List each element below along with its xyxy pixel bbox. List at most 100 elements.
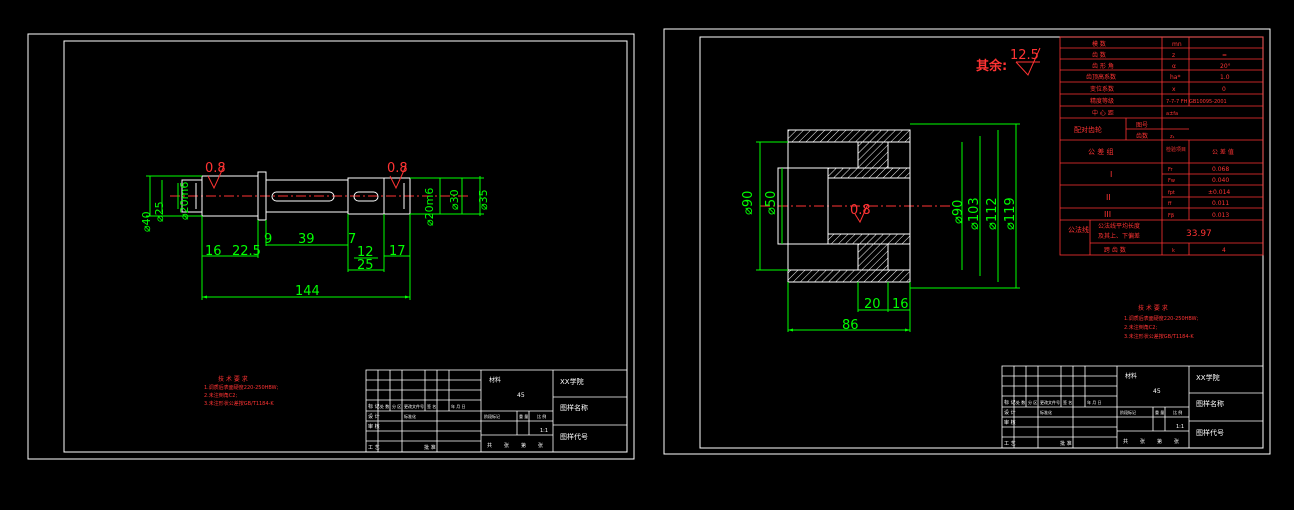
param-value: = — [1222, 52, 1227, 59]
param-value: 20° — [1220, 63, 1231, 70]
tb-sheets: 共 — [487, 442, 492, 449]
tb-row-label: 设 计 — [1004, 409, 1016, 416]
right-title-block — [1001, 365, 1264, 449]
param-value: 1.0 — [1220, 74, 1230, 81]
dim-diameter: ⌀103 — [967, 197, 982, 230]
tb-scale: 1:1 — [1176, 424, 1184, 430]
tb-drawing-name: 图样名称 — [560, 403, 588, 412]
dim-total-length: 144 — [295, 284, 320, 299]
tb-material: 45 — [517, 392, 525, 399]
tol-value: 0.068 — [1212, 166, 1229, 173]
dim-length: 16 — [205, 244, 222, 259]
tb-header: 签 名 — [427, 403, 436, 409]
param-value: 7-7-7 FH GB10095-2001 — [1166, 99, 1227, 105]
note-line: 2.未注倒角C2; — [204, 392, 237, 399]
normal-label: 公法线 — [1068, 225, 1089, 234]
tb-material-label: 材料 — [1125, 372, 1137, 380]
gear-dims-right — [910, 123, 1020, 289]
tb-header: 更改文件号 — [1040, 399, 1060, 405]
tb-row-label: 工 艺 — [1004, 441, 1016, 447]
param-label: 精度等级 — [1090, 97, 1114, 105]
tb-sheets: 张 — [538, 442, 543, 449]
normal-value: 33.97 — [1186, 229, 1212, 239]
tb-sheets: 第 — [1157, 438, 1162, 445]
shaft-roughness-2: 0.8 — [387, 161, 408, 190]
tb-extra: 标准化 — [404, 413, 416, 419]
tol-symbol: Fw — [1168, 178, 1175, 184]
shaft-dims-bottom — [201, 214, 411, 300]
roughness-symbol-icon — [854, 203, 869, 224]
tb-header: 年 月 日 — [1087, 399, 1102, 405]
mesh-sub: 齿数 — [1136, 132, 1148, 140]
dim-diameter: ⌀25 — [153, 201, 166, 222]
param-label: 齿顶高系数 — [1086, 73, 1116, 81]
rest-roughness-label: 其余: — [976, 58, 1007, 74]
param-symbol: α — [1172, 63, 1176, 70]
tb-stage: 比 例 — [1173, 409, 1182, 415]
note-line: 1.调质后表面硬度220-250HBW; — [1124, 315, 1199, 322]
roughness-value: 0.8 — [387, 161, 408, 176]
tb-drawing-code: 图样代号 — [560, 432, 588, 441]
tb-row-label: 设 计 — [368, 413, 380, 420]
dim-length: 9 — [264, 232, 272, 247]
note-line: 3.未注形状公差按GB/T1184-K — [204, 400, 274, 407]
tb-row-label: 标 记 — [1004, 399, 1016, 406]
param-label: 中 心 距 — [1092, 109, 1114, 117]
tb-stage: 阶段标记 — [1120, 409, 1136, 415]
tol-value: 0.040 — [1212, 177, 1229, 184]
span-symbol: k — [1172, 248, 1175, 254]
dim-length: 20 — [864, 297, 881, 312]
param-symbol: ha* — [1170, 74, 1180, 81]
param-value: 0 — [1222, 86, 1226, 93]
tb-stage: 阶段标记 — [484, 413, 500, 419]
tol-group: I — [1110, 170, 1112, 179]
tb-header: 处 数 — [380, 403, 389, 409]
tol-symbol: fpt — [1168, 190, 1175, 196]
mesh-symbol: z₁ — [1170, 134, 1175, 140]
dim-diameter: ⌀90 — [741, 191, 756, 215]
shaft-drawing[interactable] — [170, 171, 470, 221]
tol-symbol: Fr — [1168, 167, 1174, 173]
roughness-value: 0.8 — [205, 161, 226, 176]
dim-length: 39 — [298, 232, 315, 247]
param-label: 齿 形 角 — [1092, 62, 1114, 70]
left-title-block — [365, 369, 628, 453]
normal-desc: 公法线平均长度 — [1098, 222, 1140, 230]
rest-roughness: 其余: 12.5 — [976, 47, 1041, 76]
keyway-1 — [271, 191, 335, 202]
tol-value: 0.011 — [1212, 200, 1229, 207]
shaft-roughness-1: 0.8 — [205, 161, 226, 190]
dim-length: 22.5 — [232, 244, 261, 259]
gear-section[interactable] — [760, 129, 950, 283]
tb-drawing-code: 图样代号 — [1196, 428, 1224, 437]
tb-stage: 重 量 — [1155, 409, 1164, 415]
tol-header: 检验项目 — [1166, 146, 1186, 153]
dim-diameter: ⌀50 — [764, 191, 779, 215]
gear-dims-bottom — [787, 282, 911, 332]
span-value: 4 — [1222, 247, 1226, 254]
roughness-symbol-icon — [1015, 47, 1041, 76]
tb-drawing-name: 图样名称 — [1196, 399, 1224, 408]
tb-extra: 批 准 — [1060, 440, 1072, 447]
gear-param-table — [1059, 36, 1264, 256]
tol-header: 公 差 值 — [1212, 148, 1234, 156]
param-label: 变位系数 — [1090, 85, 1114, 93]
span-label: 跨 齿 数 — [1104, 246, 1126, 254]
left-sheet-outer-frame — [27, 33, 635, 460]
mesh-sub: 图号 — [1136, 122, 1148, 129]
tol-symbol: Fβ — [1168, 213, 1174, 219]
tol-group: III — [1104, 210, 1111, 219]
tol-value: ±0.014 — [1208, 189, 1230, 196]
dim-total-length: 86 — [842, 318, 859, 333]
tb-stage: 比 例 — [537, 413, 546, 419]
tb-sheets: 张 — [504, 442, 509, 449]
param-symbol: a±fa — [1166, 111, 1178, 117]
tol-symbol: ff — [1168, 201, 1172, 207]
gear-hub-bottom — [827, 233, 911, 245]
tb-material-label: 材料 — [489, 376, 501, 384]
dim-length: 12 — [357, 245, 374, 260]
tb-header: 签 名 — [1063, 399, 1072, 405]
gear-hub-top — [827, 167, 911, 179]
roughness-symbol-icon — [207, 165, 225, 190]
